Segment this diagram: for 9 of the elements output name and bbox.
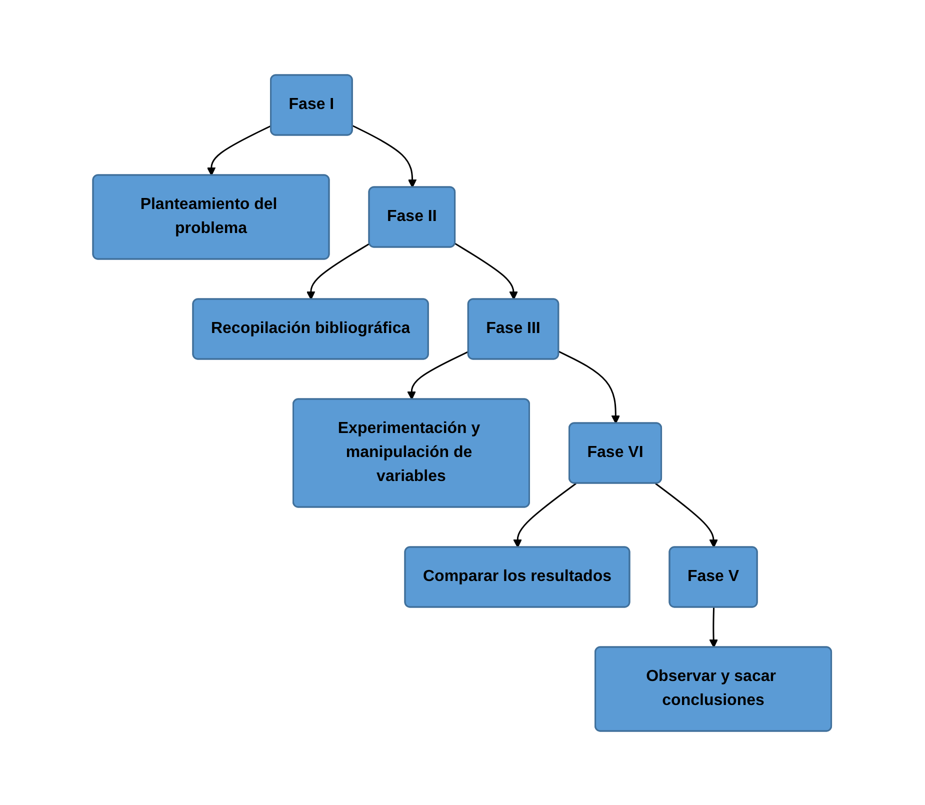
arrow [352,124,418,188]
arrow [655,482,718,548]
arrow [710,606,718,648]
arrow [514,482,577,548]
arrow [306,242,370,300]
arrow [455,242,518,300]
arrow [408,350,470,400]
arrow [558,350,620,424]
arrow [207,124,272,176]
